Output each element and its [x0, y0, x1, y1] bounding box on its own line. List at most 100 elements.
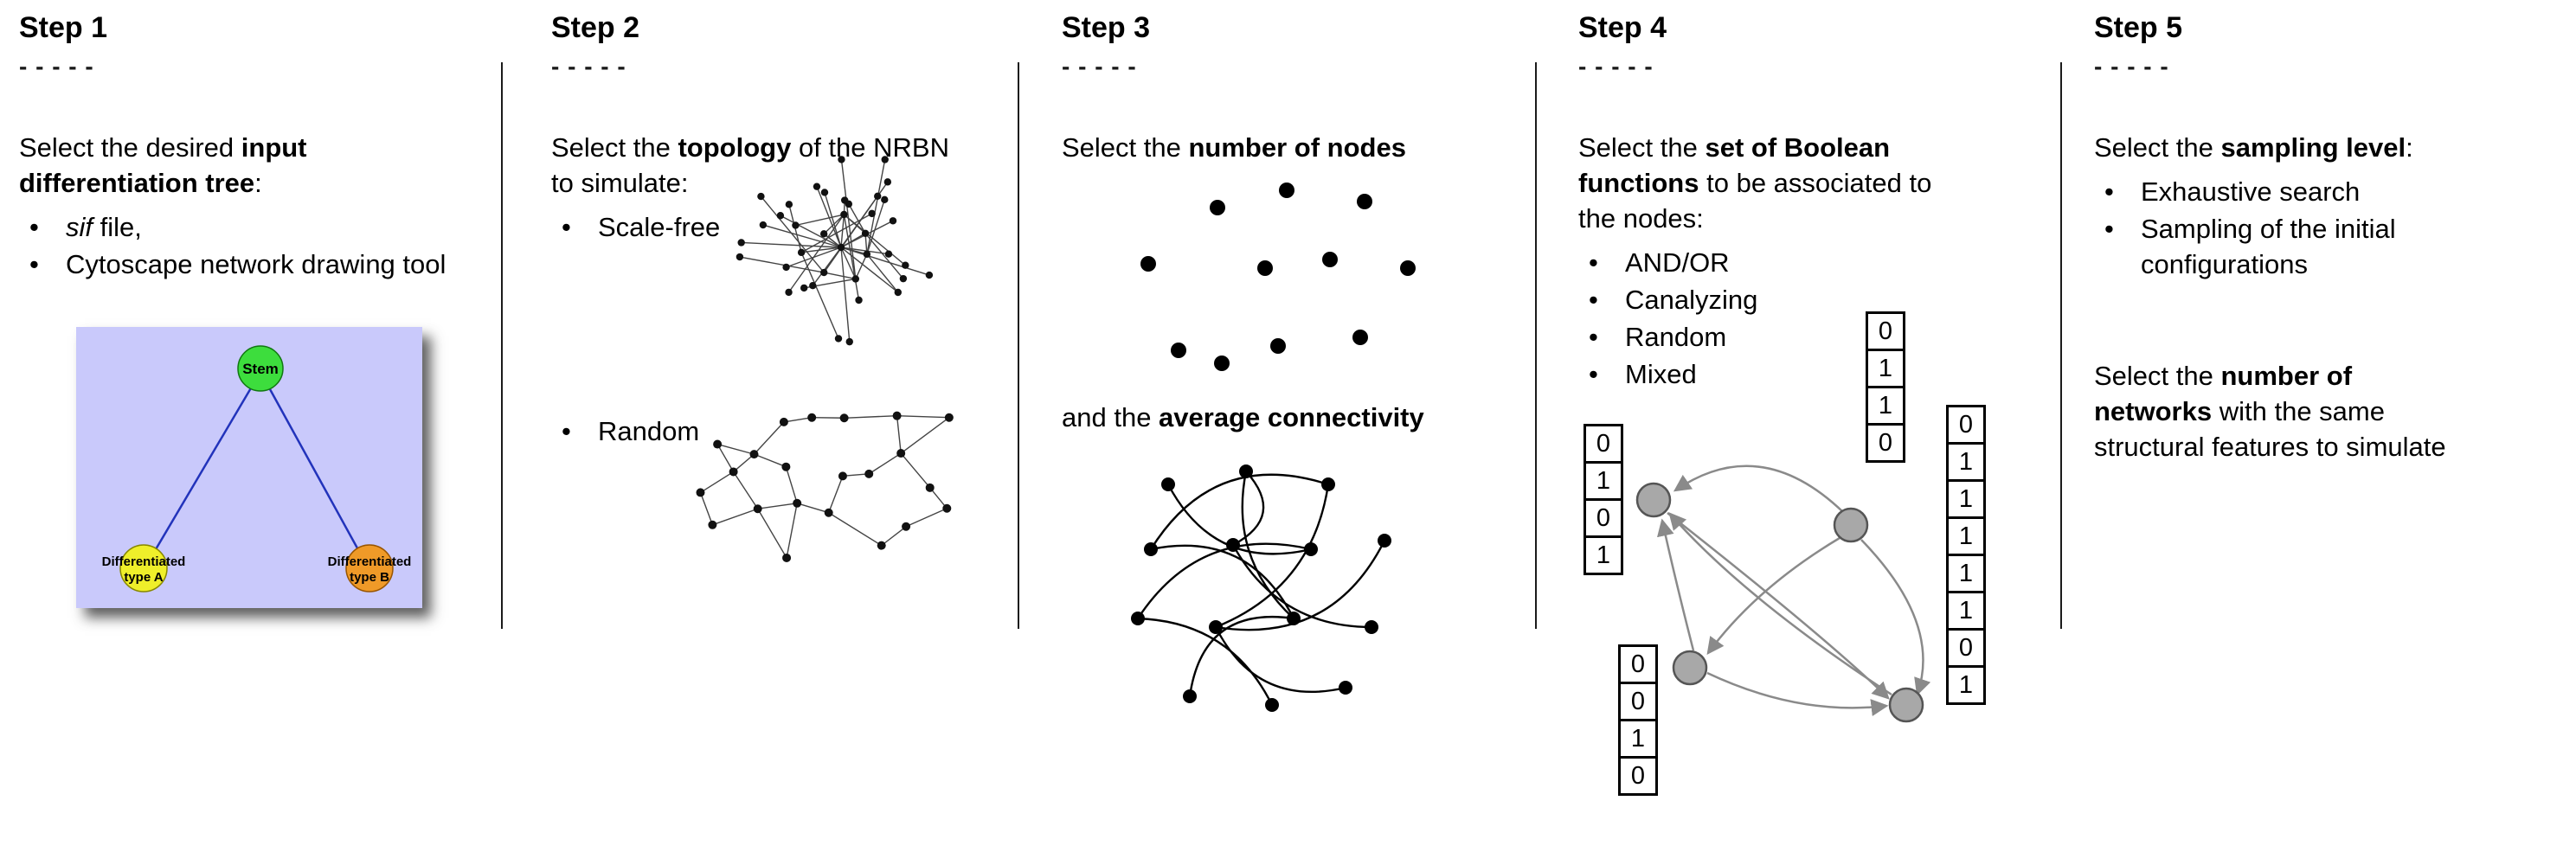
- dashed-separator: - - - - -: [1578, 53, 1654, 80]
- network-node: [1321, 477, 1335, 491]
- network-node: [782, 553, 792, 562]
- step-5-second-text: Select the number of networks with the s…: [2094, 361, 2446, 462]
- network-node: [1265, 698, 1279, 712]
- truth-table-right: 0 1 1 1 1 1 0 1: [1946, 405, 1986, 705]
- random-network-figure: [696, 411, 954, 562]
- network-edges: [1657, 464, 1931, 716]
- network-node: [861, 229, 870, 237]
- network-edge: [762, 224, 842, 248]
- truth-table-cell: 0: [1618, 644, 1658, 684]
- network-edge: [699, 492, 714, 526]
- network-node: [1279, 183, 1294, 198]
- step-4-intro: Select the set of Boolean functions to b…: [1578, 132, 1932, 234]
- step-4-title: Step 4: [1578, 11, 1667, 44]
- dashed-separator: - - - - -: [19, 53, 94, 80]
- network-edge: [1215, 484, 1330, 629]
- network-edge: [840, 247, 930, 276]
- step-5-title: Step 5: [2094, 11, 2183, 44]
- differentiation-tree-figure: Stem Differentiated type A Differentiate…: [76, 327, 422, 608]
- network-node: [855, 296, 863, 304]
- network-edge: [900, 452, 931, 489]
- list-item-exhaustive: • Exhaustive search: [2094, 174, 2566, 209]
- network-node: [837, 243, 845, 252]
- network-edge: [896, 415, 902, 454]
- network-node: [696, 488, 705, 497]
- network-edge: [787, 214, 845, 293]
- truth-table-cell: 0: [1584, 424, 1623, 464]
- network-edge: [795, 214, 845, 227]
- network-edge: [760, 195, 825, 273]
- network-node: [839, 413, 849, 423]
- list-item-random: • Random: [551, 413, 958, 449]
- network-edge: [741, 241, 842, 248]
- network-node: [868, 209, 876, 218]
- network-edge: [801, 247, 842, 253]
- step-3-title: Step 3: [1062, 11, 1151, 44]
- network-edge: [896, 414, 949, 419]
- network-node: [899, 274, 908, 283]
- truth-table-cell: 1: [1584, 461, 1623, 501]
- network-node: [1183, 689, 1197, 703]
- bullet-icon: •: [29, 249, 39, 279]
- column-divider: [1535, 62, 1537, 629]
- truth-table-left: 0 1 0 1: [1584, 424, 1623, 575]
- network-node: [736, 253, 744, 261]
- network-edge: [1232, 471, 1265, 547]
- truth-table-cell: 0: [1584, 498, 1623, 538]
- network-edge: [929, 487, 948, 509]
- network-edge: [800, 252, 839, 339]
- truth-table-top: 0 1 1 0: [1866, 311, 1905, 463]
- list-item-canalyzing: • Canalyzing: [1578, 282, 1976, 317]
- network-edge: [840, 214, 845, 248]
- network-node: [1209, 620, 1223, 634]
- boolean-node: [1672, 650, 1708, 686]
- network-node: [1140, 256, 1156, 272]
- list-item-sif-file: • sif file,: [19, 209, 491, 245]
- network-node: [851, 275, 860, 283]
- step-5-bullet-list: • Exhaustive search • Sampling of the in…: [2094, 174, 2566, 282]
- truth-table-cell: 1: [1946, 479, 1986, 519]
- network-node: [781, 462, 791, 471]
- network-node: [881, 195, 889, 204]
- network-node: [1365, 620, 1378, 634]
- network-edge: [900, 417, 950, 454]
- network-node: [1144, 542, 1158, 556]
- bullet-icon: •: [1589, 359, 1598, 389]
- network-node: [737, 239, 745, 247]
- bullet-icon: •: [1589, 247, 1598, 278]
- network-node: [1357, 194, 1372, 209]
- network-edge: [786, 503, 798, 559]
- network-node: [889, 217, 897, 225]
- network-node: [925, 271, 934, 279]
- network-node: [925, 483, 935, 492]
- type-b-label-line1: Differentiated: [328, 554, 412, 569]
- network-node: [894, 288, 902, 297]
- network-node: [776, 212, 785, 220]
- step-3-intro: Select the number of nodes: [1062, 132, 1406, 163]
- network-node: [1161, 477, 1175, 491]
- network-node: [1257, 260, 1273, 276]
- network-edge: [1241, 471, 1294, 619]
- network-node: [753, 504, 762, 514]
- bullet-icon: •: [2104, 176, 2114, 207]
- network-edge: [866, 199, 885, 255]
- network-edge: [855, 253, 868, 279]
- scale-free-network-figure: [736, 156, 934, 346]
- truth-table-cell: 1: [1946, 591, 1986, 631]
- network-edge: [864, 233, 904, 279]
- network-node: [942, 503, 952, 513]
- network-edge: [840, 247, 890, 255]
- network-edge: [868, 452, 902, 475]
- network-edge: [716, 443, 755, 455]
- network-node: [863, 250, 871, 259]
- network-node: [1378, 534, 1391, 548]
- network-edge: [739, 256, 825, 273]
- truth-table-cell: 0: [1946, 405, 1986, 445]
- differentiated-type-b-node: [345, 544, 394, 593]
- network-node: [1131, 612, 1145, 625]
- network-edge: [700, 471, 735, 494]
- network-nodes: [1635, 482, 1924, 723]
- network-node: [1322, 252, 1338, 267]
- truth-table-cell: 0: [1618, 756, 1658, 796]
- boolean-network-svg: [1635, 464, 1931, 723]
